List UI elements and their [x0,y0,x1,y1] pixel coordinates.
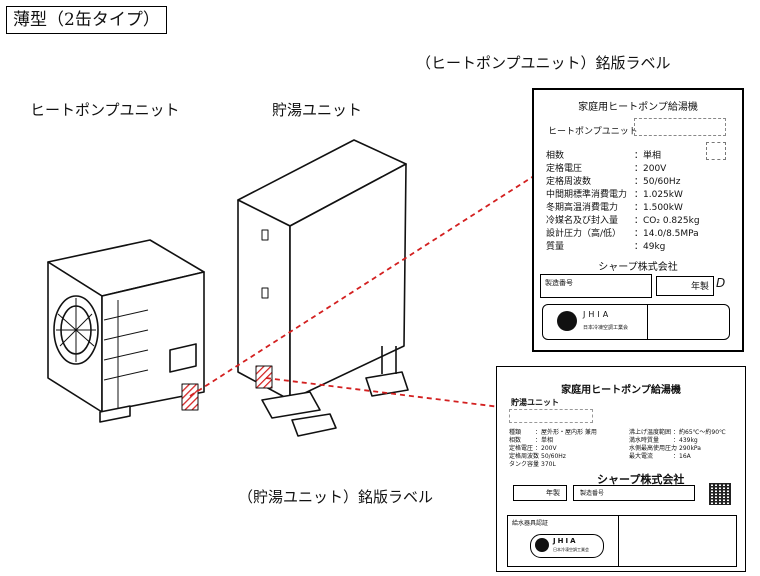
spec-key: 中間期標準消費電力 [546,190,628,200]
hp-spec-row: 定格周波数 ：50/60Hz [546,174,680,187]
qr-code-icon [709,483,731,505]
spec-key: 定格電圧 [509,445,534,452]
hp-nameplate: 家庭用ヒートポンプ給湯機 ヒートポンプユニット 相数：単相 定格電圧：200V … [532,88,744,352]
tank-plate-caption: （貯湯ユニット）銘版ラベル [238,488,434,506]
tank-year-label: 年製 [546,489,560,497]
tank-spec-row: 満水時質量 ：439kg [629,435,698,444]
spec-key: 冷媒名及び封入量 [546,216,619,226]
spec-value: ：屋外形・屋内形 兼用 [535,429,597,436]
hp-serial-box: 製造番号 [540,274,652,298]
tank-spec-row: 沸上げ温度範囲：約65℃～約90℃ [629,427,726,436]
spec-value: ：439kg [673,437,698,444]
spec-key: タンク容量 [509,461,540,468]
hp-spec-row: 冷媒名及び封入量 ：CO₂ 0.825kg [546,213,700,226]
spec-value: ：200V [634,164,667,174]
hp-spec-row: 冬期高温消費電力 ：1.500kW [546,200,683,213]
tank-spec-row: 相数 ：単相 [509,435,553,444]
tank-unit-caption: 貯湯ユニット [272,101,363,119]
hp-jhia-box: JHIA 日本冷凍空調工業会 [542,304,730,340]
jhia-divider [647,305,648,339]
tank-spec-row: 最大電流 ：16A [629,451,691,460]
tank-spec-row: 種類 ：屋外形・屋内形 兼用 [509,427,597,436]
spec-key: 冬期高温消費電力 [546,203,619,213]
hp-spec-row: 中間期標準消費電力 ：1.025kW [546,187,683,200]
jhia-logo-text: JHIA [583,310,612,319]
jhia-logo-text: JHIA [553,537,578,545]
spec-value: ：約65℃～約90℃ [673,429,726,436]
tank-cert-box: 給水器具認証 JHIA 日本冷凍空調工業会 [507,515,737,567]
tank-spec-row: 定格電圧：200V [509,443,557,452]
hp-company-name: シャープ株式会社 [598,262,678,273]
tank-spec-row: 水側最高使用圧力：290kPa [629,443,701,452]
tank-nameplate: 家庭用ヒートポンプ給湯機 貯湯ユニット 種類：屋外形・屋内形 兼用 相数：単相 … [496,366,746,572]
page-heading: 薄型（2缶タイプ） [6,6,167,34]
spec-value: ：1.025kW [634,190,683,200]
spec-value: ：16A [673,453,691,460]
tank-spec-row: タンク容量：370L [509,459,556,468]
spec-key: 沸上げ温度範囲 [629,429,672,436]
spec-key: 定格周波数 [546,177,592,187]
jhia-logo-subtext: 日本冷凍空調工業会 [553,547,589,552]
hp-spec-row: 設計圧力（高/低） ：14.0/8.5MPa [546,226,699,239]
spec-key: 定格周波数 [509,453,540,460]
jhia-logo-icon [535,538,549,552]
hp-mark-box [706,142,726,160]
spec-key: 最大電流 [629,453,654,460]
tank-serial-label: 製造番号 [580,490,605,497]
spec-key: 設計圧力（高/低） [546,229,622,239]
hp-unit-caption: ヒートポンプユニット [30,101,180,119]
tank-company-name: シャープ株式会社 [597,473,685,486]
hp-nameplate-title: 家庭用ヒートポンプ給湯機 [578,102,698,113]
hp-spec-row: 相数 ：単相 [546,148,661,161]
tank-year-box: 年製 [513,485,567,501]
spec-value: ：14.0/8.5MPa [634,229,699,239]
spec-value: ：370L [535,461,556,468]
spec-value: ：49kg [634,242,666,252]
cert-label: 給水器具認証 [512,520,549,527]
jhia-logo-icon [557,311,577,331]
jhia-logo-subtext: 日本冷凍空調工業会 [583,325,629,331]
hp-model-box [634,118,726,136]
hp-spec-row: 質量 ：49kg [546,239,665,252]
tank-serial-box: 製造番号 [573,485,695,501]
spec-value: ：50/60Hz [634,177,681,187]
hp-plate-caption: （ヒートポンプユニット）銘版ラベル [416,54,671,72]
spec-value: ：1.500kW [634,203,683,213]
spec-key: 定格電圧 [546,164,583,174]
spec-value: ：50/60Hz [535,453,566,460]
spec-value: ：200V [535,445,557,452]
hp-year-label: 年製 [690,282,709,292]
spec-value: ：単相 [535,437,554,444]
d-mark-icon: D [716,276,726,290]
spec-key: 水側最高使用圧力 [629,445,678,452]
tank-unit [237,139,409,437]
hp-spec-row: 定格電圧 ：200V [546,161,666,174]
spec-value: ：CO₂ 0.825kg [634,216,700,226]
cert-divider [618,516,619,566]
tank-nameplate-title: 家庭用ヒートポンプ給湯機 [561,385,681,396]
hp-nameplate-unit-label: ヒートポンプユニット [548,127,638,137]
spec-key: 相数 [509,437,522,444]
tank-nameplate-unit-label: 貯湯ユニット [511,398,559,407]
spec-value: ：290kPa [673,445,701,452]
spec-value: ：単相 [634,151,662,161]
jhia-logo: JHIA 日本冷凍空調工業会 [530,534,604,558]
tank-spec-row: 定格周波数：50/60Hz [509,451,566,460]
spec-key: 満水時質量 [629,437,660,444]
spec-key: 質量 [546,242,565,252]
spec-key: 種類 [509,429,522,436]
hp-serial-label: 製造番号 [545,279,573,287]
heat-pump-unit [47,239,205,423]
hp-year-box: 年製 [656,276,714,296]
spec-key: 相数 [546,151,565,161]
tank-model-box [509,409,593,423]
